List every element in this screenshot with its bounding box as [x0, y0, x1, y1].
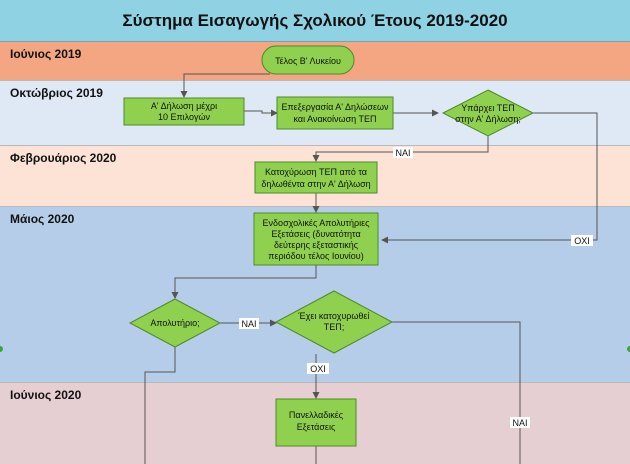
node-processing: Επεξεργασία Α' Δηλώσεων και Ανακοίνωση Τ… — [276, 96, 394, 130]
edge-start-to-declaration — [180, 73, 270, 98]
edge-label-tep-no: ΟΧΙ — [574, 236, 590, 246]
edge-graduate-down — [144, 346, 176, 464]
node-processing-line1: Επεξεργασία Α' Δηλώσεων — [281, 102, 389, 112]
edge-label-tep-yes-group: ΝΑΙ — [393, 147, 413, 158]
lane-label-february-2020: Φεβρουάριος 2020 — [10, 151, 117, 165]
edge-label-locked-yes: ΝΑΙ — [512, 418, 527, 428]
edge-label-locked-no-group: ΟΧΙ — [307, 363, 329, 374]
node-start: Τέλος Β' Λυκείου — [261, 45, 355, 75]
node-national-exams: Πανελλαδικές Εξετάσεις — [275, 398, 357, 447]
node-lock-in-line2: δηλωθέντα στην Α' Δήλωση — [261, 179, 370, 189]
edge-decision-no-to-exams — [381, 112, 598, 244]
node-locked-tep: Έχει κατοχυρωθεί ΤΕΠ; — [274, 290, 394, 354]
node-processing-line2: και Ανακοίνωση ΤΕΠ — [294, 114, 377, 124]
lane-label-june-2019: Ιούνιος 2019 — [10, 47, 82, 61]
node-school-exams-line3: δεύτερης εξεταστικής — [274, 240, 359, 250]
node-national-exams-line1: Πανελλαδικές — [289, 410, 344, 420]
edge-label-locked-yes-group: ΝΑΙ — [510, 417, 530, 428]
title-bar: Σύστημα Εισαγωγής Σχολικού Έτους 2019-20… — [0, 0, 630, 42]
edge-declaration-to-processing — [244, 109, 278, 117]
edge-label-graduate-yes-group: ΝΑΙ — [239, 318, 259, 329]
node-graduate: Απολυτήριο; — [128, 298, 222, 348]
node-locked-tep-line2: ΤΕΠ; — [324, 322, 345, 332]
node-decision-tep: Υπάρχει ΤΕΠ στην Α' Δήλωση; — [441, 89, 535, 137]
node-decision-tep-line1: Υπάρχει ΤΕΠ — [461, 103, 514, 113]
left-edge-handle — [0, 346, 3, 352]
node-declaration: Α' Δήλωση μέχρι 10 Επιλογών — [123, 97, 245, 126]
node-school-exams-line2: Εξετάσεις (δυνατότητα — [271, 229, 360, 239]
node-declaration-line2: 10 Επιλογών — [158, 112, 211, 122]
node-graduate-label: Απολυτήριο; — [150, 318, 199, 328]
node-national-exams-line2: Εξετάσεις — [297, 422, 336, 432]
lane-label-june-2020: Ιούνιος 2020 — [10, 388, 82, 402]
node-declaration-line1: Α' Δήλωση μέχρι — [151, 101, 217, 111]
edge-label-locked-no: ΟΧΙ — [310, 364, 326, 374]
connectors — [144, 73, 598, 464]
lane-label-october-2019: Οκτώβριος 2019 — [10, 86, 103, 100]
node-school-exams-line4: περιόδου τέλος Ιουνίου) — [268, 251, 363, 261]
lane-label-may-2020: Μάιος 2020 — [10, 212, 75, 226]
node-school-exams-line1: Ενδοσχολικές Απολυτήριες — [263, 218, 371, 228]
node-lock-in-line1: Κατοχύρωση ΤΕΠ από τα — [265, 167, 367, 177]
edge-locked-yes-down — [392, 321, 521, 464]
node-school-exams: Ενδοσχολικές Απολυτήριες Εξετάσεις (δυνα… — [253, 212, 379, 266]
node-decision-tep-line2: στην Α' Δήλωση; — [455, 114, 521, 124]
edge-label-graduate-yes: ΝΑΙ — [241, 319, 256, 329]
node-lock-in: Κατοχύρωση ΤΕΠ από τα δηλωθέντα στην Α' … — [254, 161, 378, 194]
node-locked-tep-line1: Έχει κατοχυρωθεί — [298, 311, 370, 321]
node-start-label: Τέλος Β' Λυκείου — [275, 56, 341, 66]
diagram-title: Σύστημα Εισαγωγής Σχολικού Έτους 2019-20… — [122, 10, 508, 30]
edge-label-tep-yes: ΝΑΙ — [395, 148, 410, 158]
edge-exams-to-graduate — [171, 265, 317, 299]
right-edge-handle — [627, 346, 630, 352]
edge-label-tep-no-group: ΟΧΙ — [571, 235, 593, 246]
